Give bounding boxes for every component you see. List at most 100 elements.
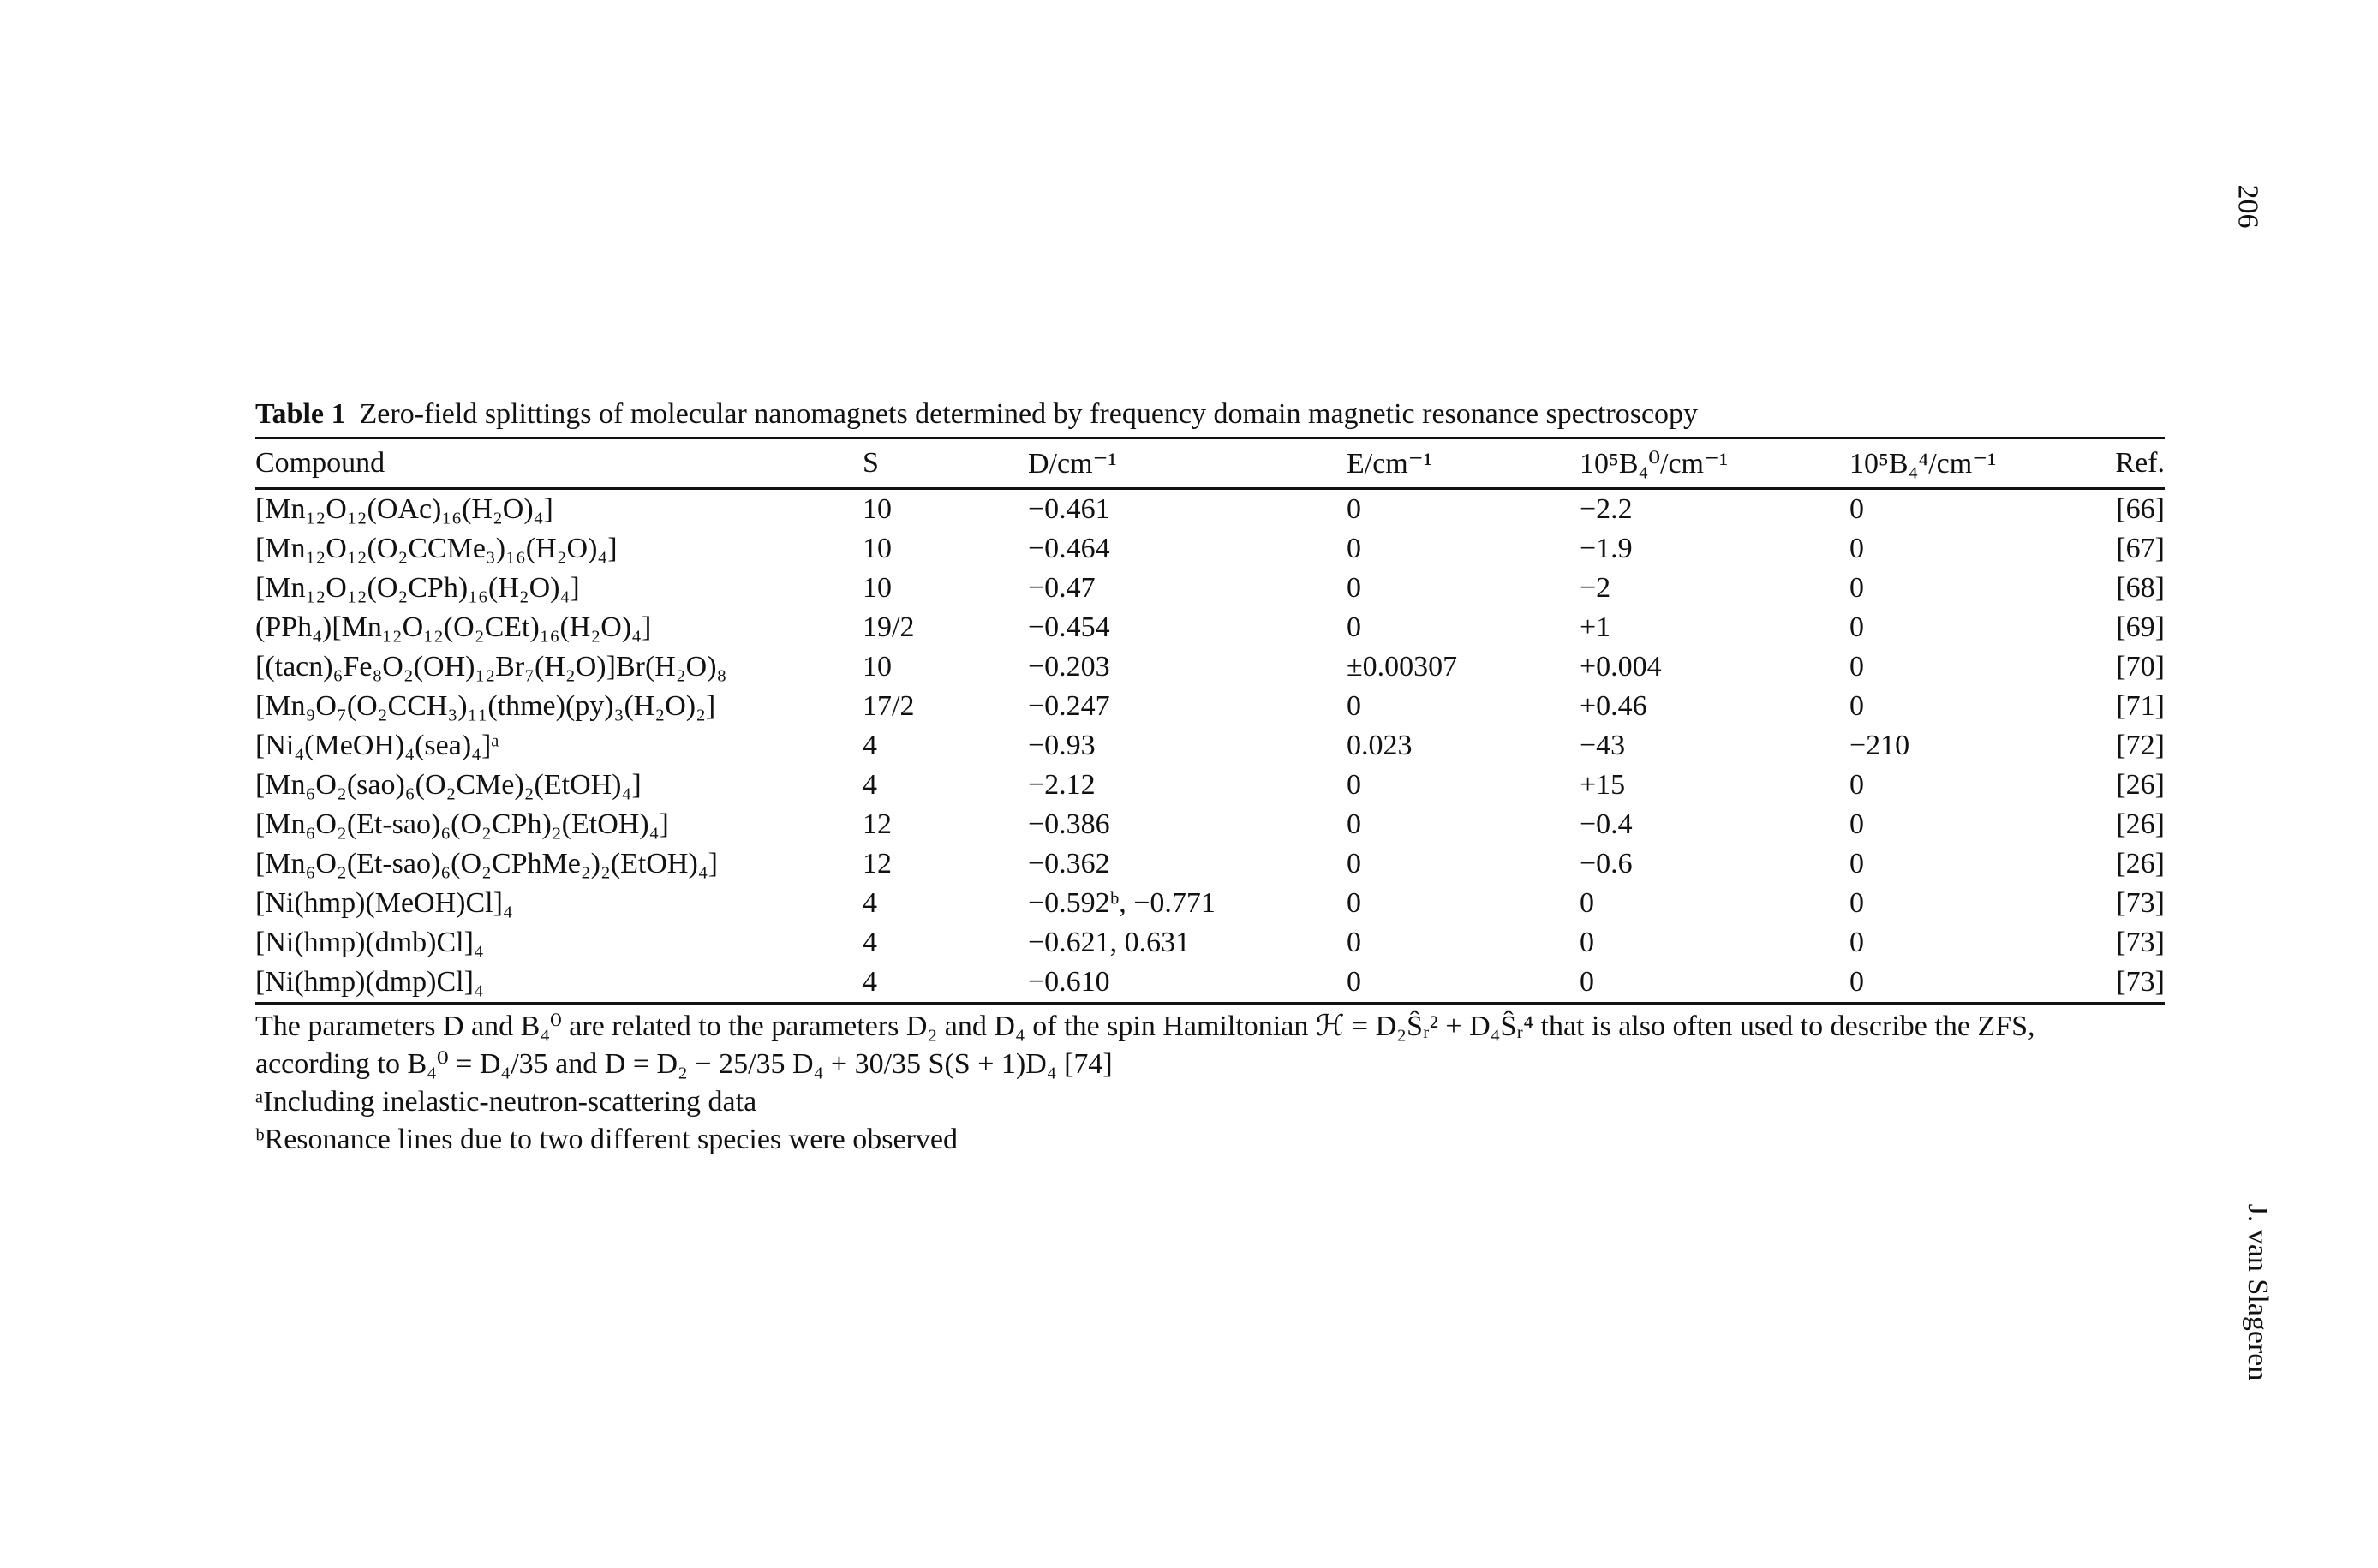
cell-spin: 17/2 (863, 690, 915, 722)
cell-e-value: 0 (1347, 808, 1361, 840)
cell-b40-value: 0 (1580, 887, 1594, 919)
cell-b44-value: 0 (1849, 493, 1864, 525)
cell-b44-value: 0 (1849, 963, 2094, 1005)
cell-spin: 4 (863, 887, 877, 919)
cell-e-value: 0 (1347, 848, 1361, 879)
cell-b40-value: +15 (1580, 769, 1626, 801)
cell-spin: 10 (863, 572, 892, 604)
table-block: Table 1 Zero-field splittings of molecula… (255, 396, 2165, 1159)
table-row: [Mn₆O₂(Et-sao)₆(O₂CPhMe₂)₂(EtOH)₄]12−0.3… (255, 844, 2165, 884)
cell-d-value: −0.610 (1028, 963, 1347, 1005)
cell-b44-value: 0 (1849, 651, 1864, 683)
table-footnotes: The parameters D and B₄⁰ are related to … (255, 1008, 2165, 1159)
cell-b40-value: +0.46 (1580, 690, 1647, 722)
cell-compound: [Mn₁₂O₁₂(O₂CCMe₃)₁₆(H₂O)₄] (255, 533, 618, 564)
cell-compound: [Mn₁₂O₁₂(OAc)₁₆(H₂O)₄] (255, 493, 553, 525)
column-header-compound: Compound (255, 447, 385, 479)
cell-e-value: 0 (1347, 963, 1580, 1005)
cell-ref: [73] (2116, 887, 2165, 919)
cell-spin: 10 (863, 493, 892, 525)
table-caption-text: Zero-field splittings of molecular nanom… (359, 398, 1699, 430)
cell-compound: [Ni(hmp)(dmp)Cl]₄ (255, 963, 863, 1005)
cell-b44-value: 0 (1849, 808, 1864, 840)
cell-spin: 12 (863, 808, 892, 840)
cell-ref: [67] (2116, 533, 2165, 564)
cell-spin: 12 (863, 848, 892, 879)
cell-e-value: 0 (1347, 769, 1361, 801)
cell-b40-value: +1 (1580, 611, 1611, 643)
cell-compound: [Mn₆O₂(sao)₆(O₂CMe)₂(EtOH)₄] (255, 769, 642, 801)
footnote-line: ᵃIncluding inelastic-neutron-scattering … (255, 1086, 757, 1118)
cell-b40-value: −1.9 (1580, 533, 1633, 564)
table-row: [Mn₉O₇(O₂CCH₃)₁₁(thme)(py)₃(H₂O)₂]17/2−0… (255, 687, 2165, 726)
cell-e-value: 0 (1347, 611, 1361, 643)
table-row: [Mn₁₂O₁₂(O₂CPh)₁₆(H₂O)₄] 10 −0.47 0 −2 0 [68] (255, 569, 2165, 608)
footnote-line: The parameters D and B₄⁰ are related to … (255, 1011, 2035, 1042)
table-label: Table 1 (255, 398, 346, 430)
cell-d-value: −0.592ᵇ, −0.771 (1028, 887, 1216, 919)
cell-b40-value: −43 (1580, 730, 1626, 761)
cell-ref: [72] (2116, 730, 2165, 761)
cell-b40-value: +0.004 (1580, 651, 1662, 683)
cell-d-value: −2.12 (1028, 769, 1096, 801)
column-header-b40-value: 10⁵B₄⁰/cm⁻¹ (1580, 448, 1729, 480)
cell-e-value: 0 (1347, 690, 1361, 722)
page-number: 206 (2232, 184, 2264, 229)
cell-spin: 10 (863, 651, 892, 683)
cell-compound: [Mn₆O₂(Et-sao)₆(O₂CPh)₂(EtOH)₄] (255, 808, 669, 840)
cell-compound: (PPh₄)[Mn₁₂O₁₂(O₂CEt)₁₆(H₂O)₄] (255, 611, 652, 643)
cell-b44-value: 0 (1849, 572, 1864, 604)
cell-b44-value: 0 (1849, 533, 1864, 564)
cell-ref: [68] (2116, 572, 2165, 604)
cell-spin: 4 (863, 769, 877, 801)
cell-compound: [(tacn)₆Fe₈O₂(OH)₁₂Br₇(H₂O)]Br(H₂O)₈ (255, 651, 727, 683)
cell-b44-value: 0 (1849, 611, 1864, 643)
cell-b40-value: 0 (1580, 927, 1594, 958)
table-row: (PPh₄)[Mn₁₂O₁₂(O₂CEt)₁₆(H₂O)₄] 19/2 −0.454… (255, 608, 2165, 647)
cell-d-value: −0.93 (1028, 730, 1096, 761)
cell-e-value: 0 (1347, 572, 1361, 604)
table-row: [Mn₁₂O₁₂(OAc)₁₆(H₂O)₄] 10 −0.461 0 −2.2 0 [66] (255, 489, 2165, 530)
cell-e-value: 0 (1347, 927, 1361, 958)
cell-ref: [26] (2116, 769, 2165, 801)
cell-b44-value: −210 (1849, 730, 1910, 761)
cell-compound: [Mn₁₂O₁₂(O₂CPh)₁₆(H₂O)₄] (255, 572, 580, 604)
cell-d-value: −0.461 (1028, 493, 1110, 525)
cell-d-value: −0.454 (1028, 611, 1110, 643)
cell-ref: [71] (2116, 690, 2165, 722)
cell-ref: [66] (2116, 493, 2165, 525)
column-header-b44-value: 10⁵B₄⁴/cm⁻¹ (1849, 448, 1997, 480)
cell-compound: [Ni(hmp)(dmb)Cl]₄ (255, 927, 484, 958)
cell-b44-value: 0 (1849, 690, 1864, 722)
cell-b40-value: −0.4 (1580, 808, 1633, 840)
cell-d-value: −0.47 (1028, 572, 1096, 604)
cell-spin: 19/2 (863, 611, 915, 643)
column-header-e-value: E/cm⁻¹ (1347, 448, 1432, 480)
cell-e-value: 0.023 (1347, 730, 1413, 761)
cell-d-value: −0.203 (1028, 651, 1110, 683)
table-caption: Table 1 Zero-field splittings of molecula… (255, 396, 2165, 433)
cell-compound: [Ni(hmp)(MeOH)Cl]₄ (255, 887, 513, 919)
column-header-spin: S (863, 447, 879, 479)
cell-b44-value: 0 (1849, 927, 1864, 958)
cell-d-value: −0.621, 0.631 (1028, 927, 1191, 958)
cell-ref: [69] (2116, 611, 2165, 643)
cell-ref: [26] (2116, 848, 2165, 879)
cell-d-value: −0.464 (1028, 533, 1110, 564)
cell-spin: 4 (863, 963, 1028, 1005)
cell-d-value: −0.362 (1028, 848, 1110, 879)
cell-spin: 4 (863, 927, 877, 958)
cell-e-value: 0 (1347, 493, 1361, 525)
cell-e-value: 0 (1347, 887, 1361, 919)
cell-b40-value: 0 (1580, 963, 1849, 1005)
cell-b40-value: −2.2 (1580, 493, 1633, 525)
cell-b40-value: −2 (1580, 572, 1611, 604)
